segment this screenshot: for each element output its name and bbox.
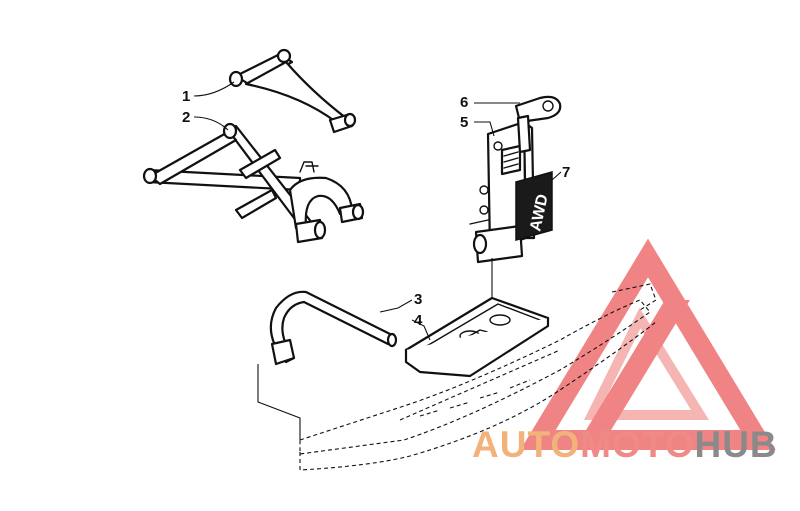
callout-5: 5 — [460, 114, 468, 131]
watermark-auto: AUTO — [472, 424, 581, 465]
callout-7: 7 — [562, 164, 570, 181]
callout-6: 6 — [460, 94, 468, 111]
watermark-text: AUTOMOTOHUB — [472, 426, 778, 463]
callout-4: 4 — [414, 312, 423, 329]
watermark-moto: MOTO — [580, 424, 695, 465]
steering-arm — [514, 95, 562, 154]
ski-saddle — [404, 296, 550, 378]
ski-loop-handle — [269, 290, 398, 366]
callout-3: 3 — [414, 291, 422, 308]
ski — [299, 283, 657, 471]
callout-1: 1 — [182, 88, 190, 105]
leader-lines — [193, 81, 562, 440]
awd-decal: AWD — [515, 171, 553, 241]
watermark-logo — [520, 238, 776, 450]
lower-a-arm — [142, 122, 365, 244]
callout-2: 2 — [182, 109, 190, 126]
upper-a-arm — [228, 48, 357, 134]
watermark-hub: HUB — [694, 424, 778, 465]
